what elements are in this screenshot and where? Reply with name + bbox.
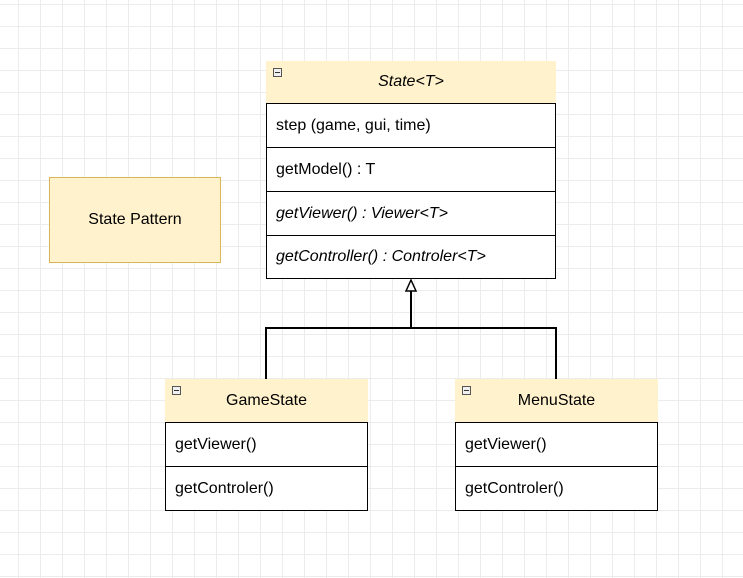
method-get-controler[interactable]: getControler() [166, 467, 367, 510]
method-get-viewer[interactable]: getViewer() [456, 423, 657, 467]
menu-state-class[interactable]: MenuState getViewer() getControler() [455, 379, 658, 511]
state-class-title: State<T> [378, 73, 444, 90]
collapse-icon[interactable] [462, 386, 471, 395]
method-label: step (game, gui, time) [276, 116, 431, 134]
method-get-controller[interactable]: getController() : Controler<T> [267, 236, 555, 278]
method-label: getController() : Controler<T> [276, 248, 486, 265]
menu-state-class-header[interactable]: MenuState [455, 379, 658, 422]
game-state-class-methods: getViewer() getControler() [165, 422, 368, 511]
note-label: State Pattern [88, 211, 182, 228]
method-label: getControler() [175, 479, 274, 497]
method-get-model[interactable]: getModel() : T [267, 148, 555, 192]
game-state-class-header[interactable]: GameState [165, 379, 368, 422]
method-get-controler[interactable]: getControler() [456, 467, 657, 510]
menu-state-class-title: MenuState [517, 391, 596, 409]
method-label: getControler() [465, 479, 564, 497]
method-label: getViewer() : Viewer<T> [276, 204, 448, 222]
state-class-methods: step (game, gui, time) getModel() : T ge… [266, 103, 556, 279]
method-get-viewer[interactable]: getViewer() : Viewer<T> [267, 192, 555, 236]
inheritance-branch-line [265, 327, 557, 379]
method-label: getModel() : T [276, 160, 376, 178]
menu-state-class-methods: getViewer() getControler() [455, 422, 658, 511]
method-step[interactable]: step (game, gui, time) [267, 104, 555, 148]
game-state-class[interactable]: GameState getViewer() getControler() [165, 379, 368, 511]
method-label: getViewer() [465, 435, 547, 453]
state-pattern-note[interactable]: State Pattern [49, 177, 221, 263]
state-class-header[interactable]: State<T> [266, 61, 556, 103]
game-state-class-title: GameState [226, 391, 307, 409]
generalization-arrowhead [404, 278, 418, 292]
method-get-viewer[interactable]: getViewer() [166, 423, 367, 467]
collapse-icon[interactable] [273, 68, 282, 77]
collapse-icon[interactable] [172, 386, 181, 395]
method-label: getViewer() [175, 435, 257, 453]
state-class[interactable]: State<T> step (game, gui, time) getModel… [266, 61, 556, 279]
